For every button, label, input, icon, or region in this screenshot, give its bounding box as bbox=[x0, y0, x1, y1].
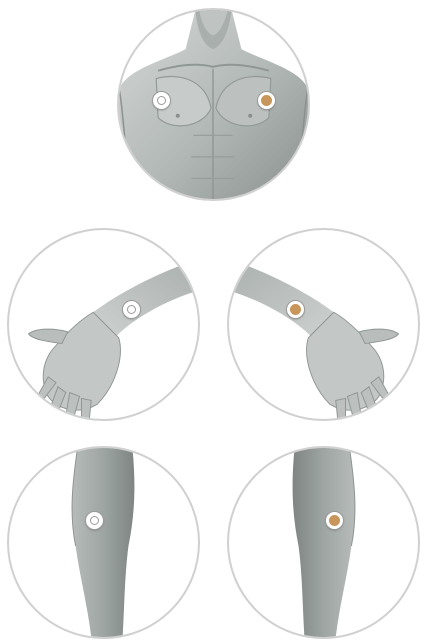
right-wrist-panel bbox=[7, 228, 200, 421]
chest-right-electrode-empty[interactable] bbox=[153, 92, 170, 109]
left-calf-electrode-filled[interactable] bbox=[326, 512, 343, 529]
left-wrist-electrode-filled[interactable] bbox=[287, 301, 304, 318]
left-wrist-panel bbox=[227, 228, 420, 421]
right-calf-electrode-empty[interactable] bbox=[86, 512, 103, 529]
right-leg-illustration bbox=[9, 448, 198, 637]
chest-panel bbox=[117, 8, 310, 201]
right-calf-panel bbox=[7, 446, 200, 639]
left-hand-illustration bbox=[229, 230, 418, 419]
chest-left-electrode-filled[interactable] bbox=[258, 92, 275, 109]
right-hand-illustration bbox=[9, 230, 198, 419]
left-calf-panel bbox=[227, 446, 420, 639]
chest-illustration bbox=[119, 10, 308, 199]
right-wrist-electrode-empty[interactable] bbox=[123, 301, 140, 318]
left-leg-illustration bbox=[229, 448, 418, 637]
